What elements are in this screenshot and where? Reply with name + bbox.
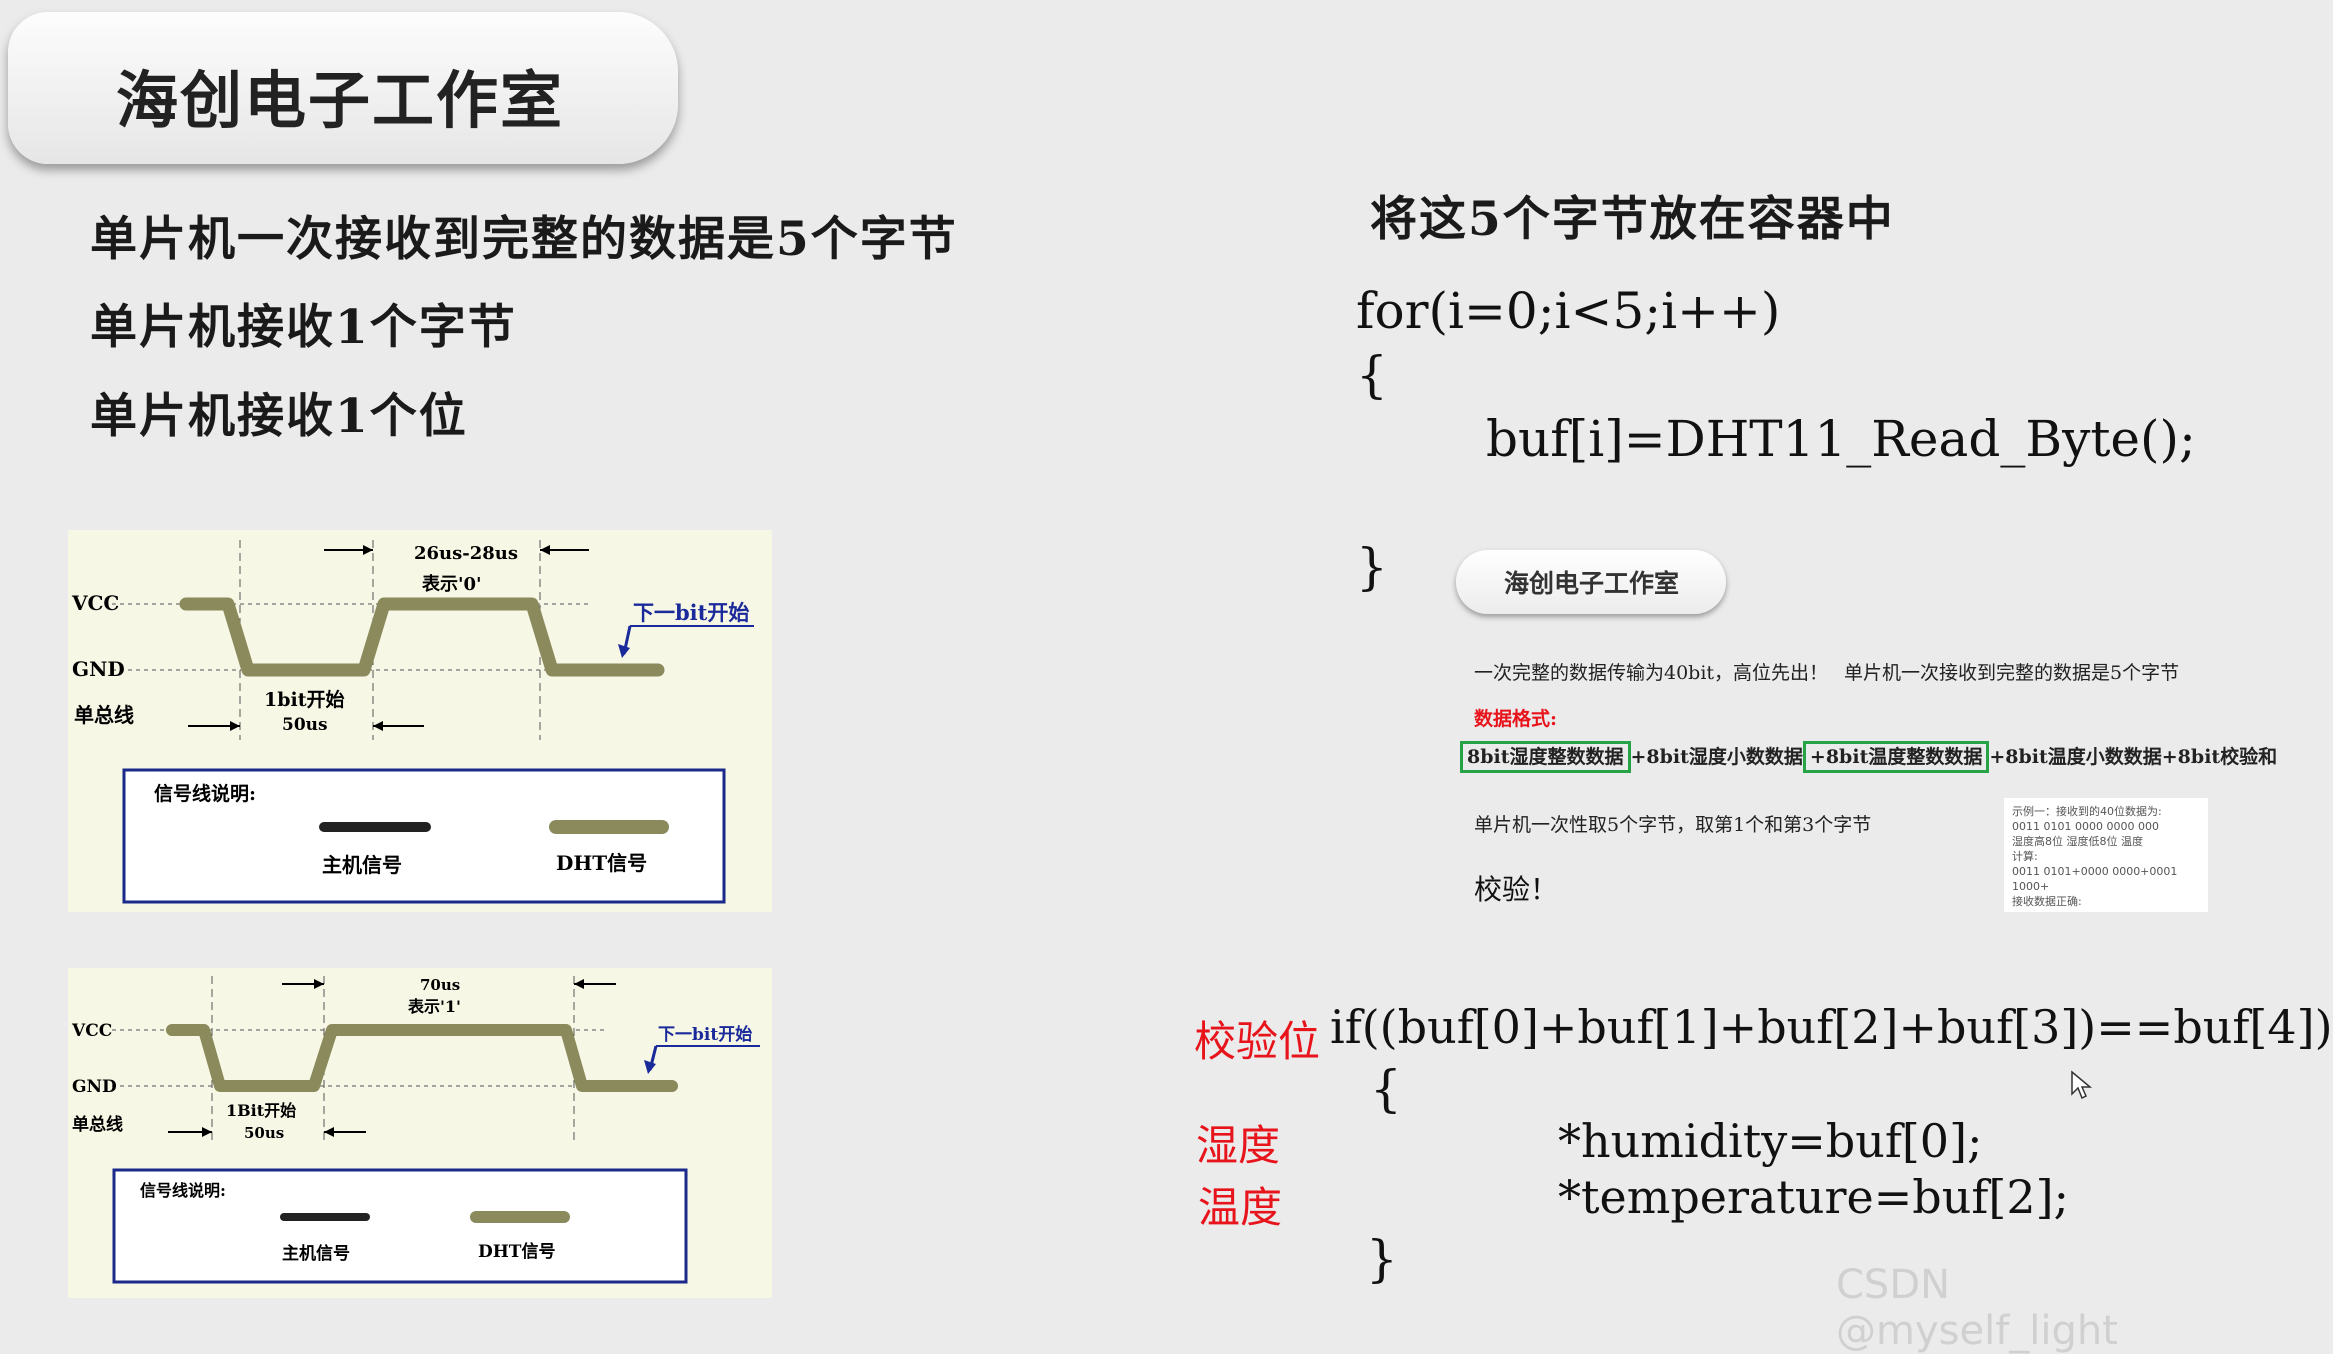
- gnd-label: GND: [72, 657, 125, 681]
- text-line-3: 单片机接收1个位: [90, 389, 468, 444]
- inset-line: 接收数据正确:: [2012, 895, 2082, 908]
- legend-host-label: 主机信号: [322, 853, 402, 877]
- watermark: CSDN @myself_light: [1836, 1262, 2118, 1354]
- humidity-label: 湿度: [1196, 1121, 1281, 1170]
- example-inset: 示例一：接收到的40位数据为: 0011 0101 0000 0000 000 …: [2004, 798, 2208, 912]
- vcc-label: VCC: [71, 591, 119, 615]
- code-temperature-line: *temperature=buf[2];: [1558, 1170, 2070, 1224]
- data-format-row: 8bit湿度整数数据+8bit湿度小数数据+8bit温度整数数据+8bit温度小…: [1460, 741, 2278, 773]
- right-heading: 将这5个字节放在容器中: [1370, 192, 1895, 247]
- code-humidity-line: *humidity=buf[0];: [1558, 1114, 1983, 1168]
- timing-label: 70us: [420, 976, 460, 994]
- text-line-1: 单片机一次接收到完整的数据是5个字节: [90, 212, 958, 267]
- legend-dht-label: DHT信号: [556, 851, 647, 875]
- legend-box: [122, 768, 726, 904]
- temperature-label: 温度: [1198, 1183, 1283, 1232]
- bus-label: 单总线: [72, 1114, 123, 1135]
- next-bit-label: 下一bit开始: [633, 600, 749, 625]
- embedded-title: 海创电子工作室: [1504, 569, 1680, 598]
- inset-line: 计算:: [2012, 850, 2038, 863]
- next-bit-label: 下一bit开始: [658, 1024, 752, 1045]
- legend-dht-label: DHT信号: [478, 1241, 555, 1262]
- code-close-brace: }: [1356, 538, 1388, 596]
- page-title: 海创电子工作室: [116, 64, 565, 137]
- vcc-label: VCC: [71, 1021, 112, 1041]
- mouse-cursor-icon: [2071, 1070, 2093, 1100]
- code-if-close-brace: }: [1366, 1230, 1398, 1288]
- meaning-label: 表示'0': [422, 573, 482, 595]
- format-humidity-dec: +8bit湿度小数数据: [1630, 746, 1803, 768]
- timing-diagram-bit1-svg: VCC GND 单总线 70us 表示'1' 下一bit开始 1Bit开始 50…: [71, 976, 760, 1284]
- bus-label: 单总线: [74, 703, 134, 727]
- inset-line: 湿度高8位 湿度低8位 温度: [2012, 835, 2143, 848]
- dht-signal-waveform: [166, 1024, 678, 1092]
- text-line-2: 单片机接收1个字节: [90, 300, 517, 355]
- code-if-open-brace: {: [1370, 1060, 1402, 1118]
- legend-title: 信号线说明:: [154, 782, 256, 805]
- embedded-title-banner: 海创电子工作室: [1456, 550, 1726, 614]
- legend-title: 信号线说明:: [140, 1181, 226, 1200]
- slide-line-1: 一次完整的数据传输为40bit，高位先出！: [1474, 662, 1829, 684]
- title-banner: 海创电子工作室: [8, 12, 678, 164]
- start-label: 1Bit开始: [226, 1101, 296, 1120]
- timing-diagram-bit0-svg: VCC GND 单总线 26us-28us 表示'0' 下一bit开始 1bit…: [71, 540, 754, 904]
- meaning-label: 表示'1': [407, 997, 461, 1016]
- code-assign-line: buf[i]=DHT11_Read_Byte();: [1486, 410, 2196, 468]
- format-temp-int: +8bit温度整数数据: [1802, 741, 1990, 773]
- legend-host-label: 主机信号: [282, 1243, 350, 1264]
- slide-line-3: 单片机一次性取5个字节，取第1个和第3个字节: [1474, 814, 1872, 836]
- check-label: 校验！: [1474, 873, 1559, 906]
- format-label: 数据格式:: [1474, 708, 1558, 730]
- code-if-line: if((buf[0]+buf[1]+buf[2]+buf[3])==buf[4]…: [1330, 1000, 2333, 1054]
- inset-line: 示例一：接收到的40位数据为:: [2012, 805, 2162, 818]
- timing-diagram-bit0: VCC GND 单总线 26us-28us 表示'0' 下一bit开始 1bit…: [68, 530, 772, 912]
- code-for-line: for(i=0;i<5;i++): [1356, 282, 1781, 340]
- gnd-label: GND: [72, 1077, 117, 1097]
- legend-box: [112, 1168, 688, 1284]
- checksum-label: 校验位: [1194, 1017, 1321, 1066]
- start-time-label: 50us: [244, 1124, 284, 1142]
- format-temp-dec-checksum: +8bit温度小数数据+8bit校验和: [1989, 746, 2278, 768]
- inset-line: 0011 0101 0000 0000 000: [2012, 820, 2159, 833]
- format-humidity-int: 8bit湿度整数数据: [1460, 741, 1631, 773]
- dht-signal-waveform: [179, 597, 665, 677]
- inset-line: 0011 0101+0000 0000+0001 1000+: [2012, 865, 2178, 893]
- timing-diagram-bit1: VCC GND 单总线 70us 表示'1' 下一bit开始 1Bit开始 50…: [68, 968, 772, 1298]
- code-open-brace: {: [1356, 346, 1388, 404]
- timing-label: 26us-28us: [414, 543, 518, 564]
- start-label: 1bit开始: [264, 688, 345, 711]
- slide-line-1b: 单片机一次接收到完整的数据是5个字节: [1844, 662, 2180, 684]
- start-time-label: 50us: [282, 715, 328, 735]
